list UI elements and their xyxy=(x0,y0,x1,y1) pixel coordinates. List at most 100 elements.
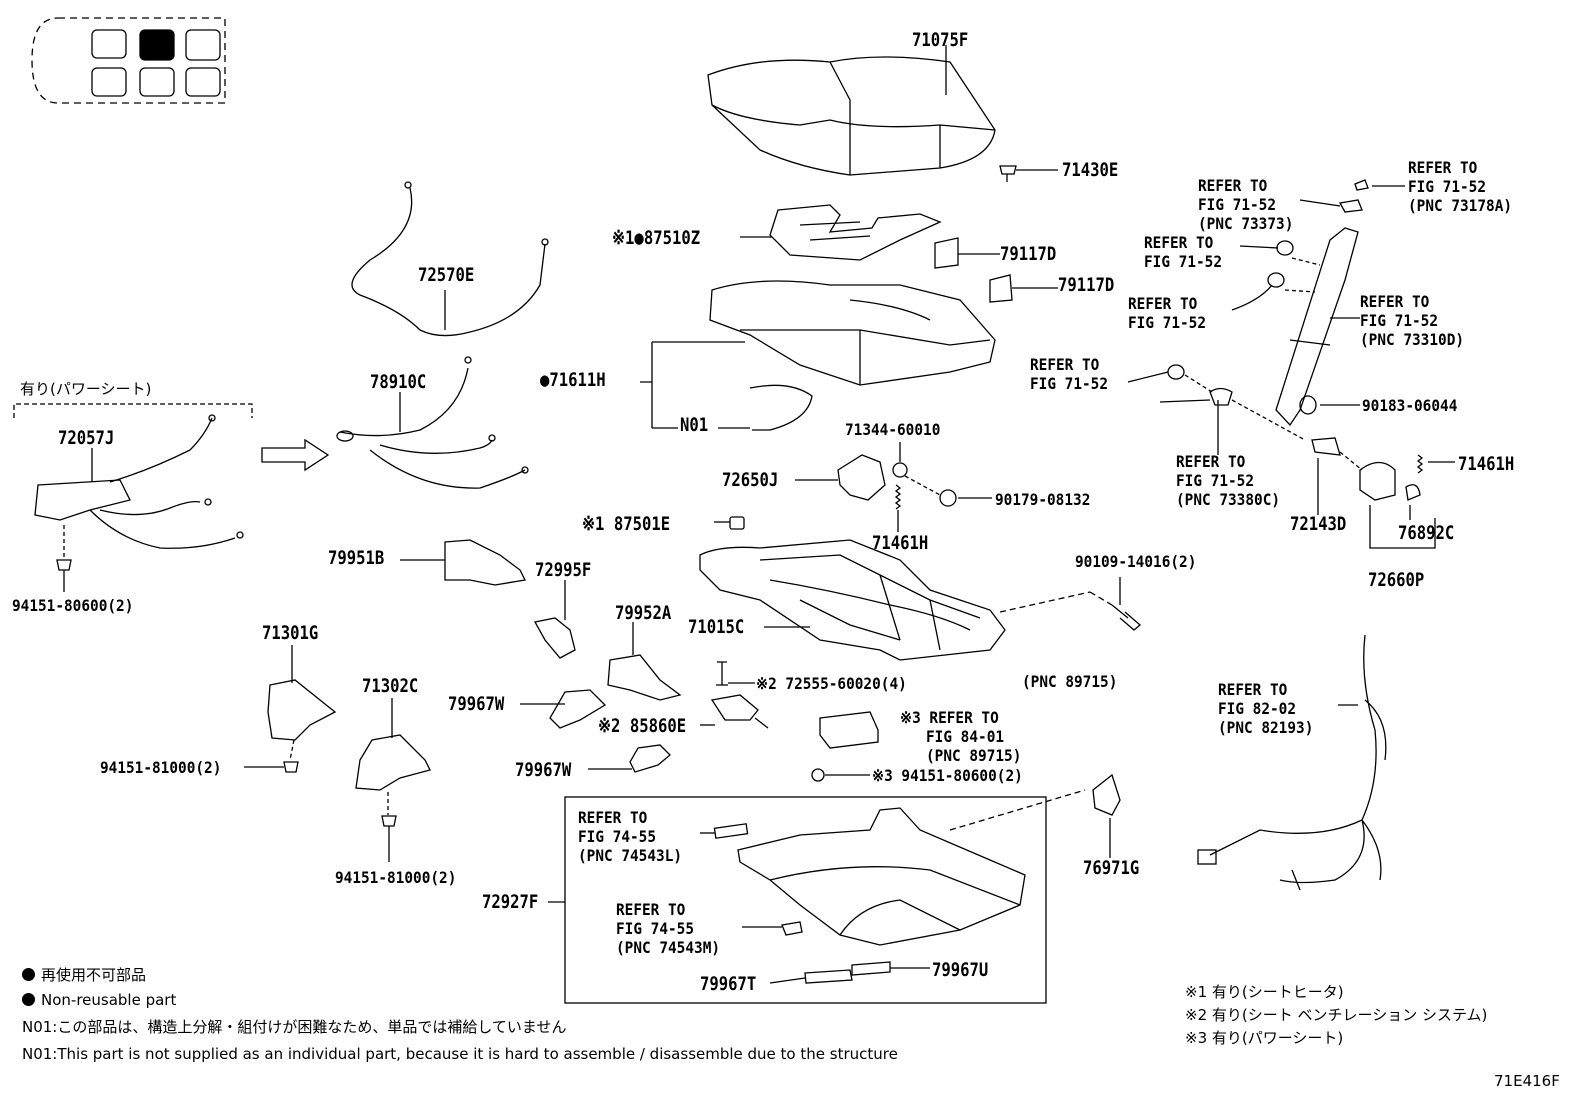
label-87510Z: ※1●87510Z xyxy=(612,227,701,249)
cover-71301G xyxy=(267,679,337,741)
legend-nonreusable-en-text: Non-reusable part xyxy=(41,991,177,1009)
refer-73373: REFER TO FIG 71-52 (PNC 73373) xyxy=(1198,176,1294,233)
nut-94151-a xyxy=(56,559,72,571)
bracket-72650J xyxy=(837,454,886,501)
label-79951B: 79951B xyxy=(328,547,385,569)
pad-79117D-1 xyxy=(934,237,959,269)
harness-N01 xyxy=(749,384,813,431)
label-94151-81000-a: 94151-81000(2) xyxy=(100,758,222,777)
power-seat-bracket xyxy=(13,403,253,418)
pad-79117D-2 xyxy=(989,274,1013,303)
label-90183-06044: 90183-06044 xyxy=(1362,396,1458,415)
heater-mat-87510Z xyxy=(769,204,942,261)
cushion-pad-71611H xyxy=(709,280,996,386)
fan-85860E xyxy=(710,694,769,729)
label-71301G: 71301G xyxy=(262,622,319,644)
label-71075F: 71075F xyxy=(912,29,969,51)
label-72995F: 72995F xyxy=(535,559,592,581)
label-72927F: 72927F xyxy=(482,891,539,913)
label-90109-14016: 90109-14016(2) xyxy=(1075,552,1197,571)
cable-72570E xyxy=(351,181,549,337)
direction-arrow xyxy=(261,438,330,472)
power-seat-header: 有り(パワーシート) xyxy=(20,380,152,398)
legend-note-1: ※1 有り(シートヒータ) xyxy=(1185,983,1344,1001)
refer-73380C: REFER TO FIG 71-52 (PNC 73380C) xyxy=(1176,452,1281,509)
figure-code: 71E416F xyxy=(1494,1072,1560,1090)
label-72650J: 72650J xyxy=(722,469,779,491)
legend-nonreusable-jp-text: 再使用不可部品 xyxy=(41,966,147,984)
label-71015C: 71015C xyxy=(688,616,745,638)
label-71461H-a: 71461H xyxy=(872,532,929,554)
label-85860E: ※2 85860E xyxy=(598,715,687,737)
seat-pad-72927F xyxy=(737,807,1026,946)
pad-74543M xyxy=(781,921,803,936)
cable-78910C xyxy=(336,356,529,489)
legend-n01-jp: N01:この部品は、構造上分解・組付けが困難なため、単品では補給していません xyxy=(22,1018,567,1036)
nut-90179 xyxy=(939,489,957,507)
pad-79967T xyxy=(804,969,853,984)
cover-76971G xyxy=(1092,773,1121,816)
refer-73310D: REFER TO FIG 71-52 (PNC 73310D) xyxy=(1360,292,1465,349)
label-pnc-89715: (PNC 89715) xyxy=(1022,672,1118,691)
label-72143D: 72143D xyxy=(1290,513,1347,535)
cover-71302C xyxy=(355,734,431,791)
label-94151-80600-a: 94151-80600(2) xyxy=(12,596,134,615)
cover-79967W-b xyxy=(629,744,671,773)
bolt-90109 xyxy=(1111,604,1142,631)
label-79967U: 79967U xyxy=(932,959,989,981)
label-79967W-a: 79967W xyxy=(448,693,505,715)
label-72057J: 72057J xyxy=(58,427,115,449)
filled-dot-icon xyxy=(22,968,35,981)
label-79117D-b: 79117D xyxy=(1058,274,1115,296)
wire-harness-82193 xyxy=(1209,634,1387,891)
spring-71461H-a xyxy=(894,484,902,510)
label-76892C: 76892C xyxy=(1398,522,1455,544)
seat-frame-71015C xyxy=(699,539,1006,661)
nut-94151-d xyxy=(811,768,825,782)
label-71611H: ●71611H xyxy=(540,369,606,391)
ecu-89715 xyxy=(819,711,879,749)
label-90179-08132: 90179-08132 xyxy=(995,490,1091,509)
legend-nonreusable-en: Non-reusable part xyxy=(22,991,176,1009)
refer-71-52-a: REFER TO FIG 71-52 xyxy=(1144,233,1223,271)
label-71344-60010: 71344-60010 xyxy=(845,420,941,439)
refer-71-52-c: REFER TO FIG 71-52 xyxy=(1030,355,1109,393)
pad-74543L xyxy=(713,823,749,839)
label-94151-81000-b: 94151-81000(2) xyxy=(335,868,457,887)
bushing-71344 xyxy=(892,462,908,478)
refer-73178A: REFER TO FIG 71-52 (PNC 73178A) xyxy=(1408,158,1513,215)
legend-n01-en: N01:This part is not supplied as an indi… xyxy=(22,1045,898,1063)
refer-82-02: REFER TO FIG 82-02 (PNC 82193) xyxy=(1218,680,1314,737)
label-76971G: 76971G xyxy=(1083,857,1140,879)
legend-nonreusable-jp: 再使用不可部品 xyxy=(22,966,146,984)
refer-71-52-b: REFER TO FIG 71-52 xyxy=(1128,294,1207,332)
refer-84-01: ※3 REFER TO FIG 84-01 (PNC 89715) xyxy=(900,708,1022,765)
label-87501E: ※1 87501E xyxy=(582,513,671,535)
label-72570E: 72570E xyxy=(418,264,475,286)
label-94151-80600-b: ※3 94151-80600(2) xyxy=(872,766,1023,785)
label-71461H-b: 71461H xyxy=(1458,453,1515,475)
label-72555-60020: ※2 72555-60020(4) xyxy=(756,674,907,693)
seatbelt-anchor-assembly xyxy=(1159,179,1424,501)
legend-note-2: ※2 有り(シート ベンチレーション システム) xyxy=(1185,1006,1488,1024)
label-78910C: 78910C xyxy=(370,371,427,393)
label-79952A: 79952A xyxy=(615,602,672,624)
cover-72995F xyxy=(533,617,576,659)
screw-72555 xyxy=(716,661,728,686)
label-N01: N01 xyxy=(680,414,709,436)
label-79117D-a: 79117D xyxy=(1000,243,1057,265)
legend-note-3: ※3 有り(パワーシート) xyxy=(1185,1029,1344,1047)
label-79967T: 79967T xyxy=(700,973,757,995)
kit-box-72927F xyxy=(564,796,1047,1004)
filled-dot-icon xyxy=(22,993,35,1006)
label-79967W-b: 79967W xyxy=(515,759,572,781)
cover-79952A xyxy=(607,654,682,701)
nut-94151-c xyxy=(381,815,397,827)
cable-72057J xyxy=(34,414,244,549)
clip-71430E xyxy=(999,165,1017,182)
nut-94151-b xyxy=(283,761,299,773)
pad-79967U xyxy=(851,961,891,976)
seat-cover-71075F xyxy=(707,45,996,176)
